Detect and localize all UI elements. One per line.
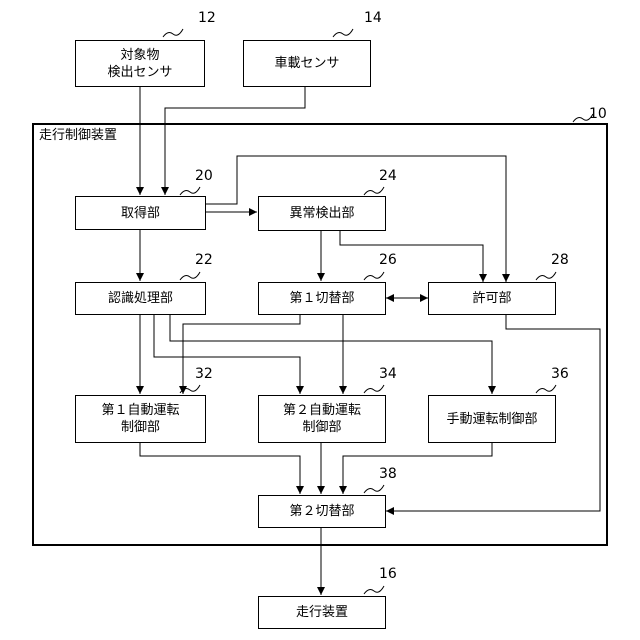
block-text: 認識処理部 [108, 290, 173, 307]
ref-20: 20 [195, 168, 213, 184]
leader-ref-16 [364, 586, 384, 594]
leader-ref-14 [333, 29, 353, 37]
ref-32: 32 [195, 366, 213, 382]
block-text: 第２自動運転 [283, 402, 361, 419]
object-detection-sensor-block: 対象物 検出センサ [75, 40, 205, 87]
block-text: 第１切替部 [289, 290, 354, 307]
ref-16: 16 [379, 566, 397, 582]
ref-28: 28 [551, 252, 569, 268]
recognition-processing-unit-block: 認識処理部 [75, 282, 206, 315]
manual-driving-control-unit-block: 手動運転制御部 [428, 395, 556, 443]
ref-22: 22 [195, 252, 213, 268]
acquisition-unit-block: 取得部 [75, 196, 206, 230]
second-switching-unit-block: 第２切替部 [258, 495, 386, 528]
permission-unit-block: 許可部 [428, 282, 556, 315]
ref-12: 12 [198, 10, 216, 26]
block-text: 第２切替部 [289, 503, 354, 520]
block-text: 手動運転制御部 [446, 411, 537, 428]
ref-14: 14 [364, 10, 382, 26]
block-text: 車載センサ [274, 55, 339, 72]
block-text: 検出センサ [107, 64, 172, 81]
ref-36: 36 [551, 366, 569, 382]
first-switching-unit-block: 第１切替部 [258, 282, 386, 315]
block-text: 制御部 [121, 419, 160, 436]
ref-34: 34 [379, 366, 397, 382]
second-autonomous-driving-control-unit-block: 第２自動運転 制御部 [258, 395, 386, 443]
block-text: 異常検出部 [289, 205, 354, 222]
ref-24: 24 [379, 168, 397, 184]
block-text: 制御部 [302, 419, 341, 436]
block-text: 対象物 [120, 47, 159, 64]
block-text: 許可部 [472, 290, 511, 307]
travel-control-device-frame [32, 123, 608, 546]
ref-38: 38 [379, 466, 397, 482]
block-text: 走行装置 [296, 604, 348, 621]
leader-ref-12 [163, 29, 183, 37]
travel-device-block: 走行装置 [258, 596, 386, 629]
first-autonomous-driving-control-unit-block: 第１自動運転 制御部 [75, 395, 206, 443]
vehicle-sensor-block: 車載センサ [243, 40, 371, 87]
anomaly-detection-unit-block: 異常検出部 [258, 196, 386, 231]
ref-10: 10 [589, 106, 607, 122]
block-text: 取得部 [121, 205, 160, 222]
ref-26: 26 [379, 252, 397, 268]
block-text: 第１自動運転 [101, 402, 179, 419]
travel-control-device-label: 走行制御装置 [39, 128, 117, 144]
